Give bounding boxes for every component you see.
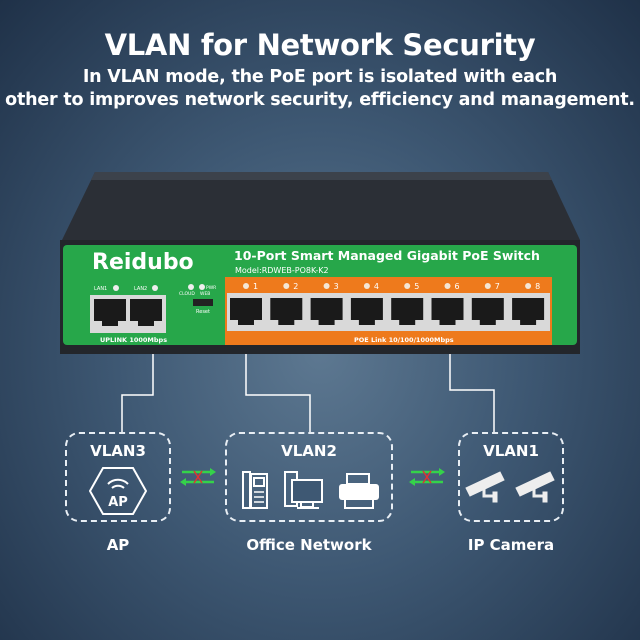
product-name: 10-Port Smart Managed Gigabit PoE Switch — [234, 248, 540, 263]
poe-port-led — [484, 283, 491, 289]
vlan-name: VLAN1 — [483, 442, 539, 460]
poe-label: POE Link 10/100/1000Mbps — [354, 336, 454, 344]
blocked-bidirectional-arrows-icon — [409, 468, 445, 486]
poe-port-3[interactable] — [310, 298, 343, 325]
link-line-vlan3 — [121, 354, 154, 432]
vlan2-caption: Office Network — [246, 536, 372, 554]
link-line-vlan1 — [449, 354, 495, 432]
uplink-port-lan2[interactable] — [130, 299, 162, 326]
lan1-label: LAN1 — [94, 286, 107, 292]
model-number: Model:RDWEB-PO8K-K2 — [235, 266, 329, 275]
uplink-label: UPLINK 1000Mbps — [100, 336, 167, 344]
vlan3-caption: AP — [106, 536, 130, 554]
poe-port-4[interactable] — [350, 298, 383, 325]
brand-logo: Reidubo — [92, 250, 194, 275]
vlan1-caption: IP Camera — [467, 536, 555, 554]
subtitle-line-1: In VLAN mode, the PoE port is isolated w… — [82, 67, 558, 87]
reset-button[interactable] — [193, 299, 213, 306]
poe-port-number: 3 — [334, 282, 339, 291]
web-label: WEB — [200, 291, 210, 297]
uplink-port-lan1[interactable] — [94, 299, 126, 326]
poe-port-number: 6 — [455, 282, 460, 291]
poe-port-number: 1 — [253, 282, 258, 291]
poe-port-1[interactable] — [230, 298, 262, 325]
svg-text:AP: AP — [108, 495, 128, 510]
poe-port-led — [363, 283, 370, 289]
blocked-bidirectional-arrows-icon — [180, 468, 216, 486]
vlan2-group: VLAN2 — [225, 432, 393, 522]
reset-label: Reset — [196, 309, 210, 315]
page-title: VLAN for Network Security — [104, 28, 536, 62]
phone-icon — [242, 471, 268, 509]
subtitle-line-2: other to improves network security, effi… — [5, 90, 635, 110]
vlan-name: VLAN2 — [281, 442, 337, 460]
computer-icon — [284, 471, 323, 509]
poe-port-led — [243, 283, 249, 289]
poe-port-number: 4 — [374, 282, 379, 291]
poe-port-number: 7 — [495, 282, 500, 291]
poe-port-2[interactable] — [270, 298, 303, 325]
poe-port-led — [323, 283, 330, 289]
vlan-name: VLAN3 — [90, 442, 146, 460]
camera-icon — [465, 471, 505, 503]
lan2-led — [152, 285, 158, 291]
switch-top — [62, 172, 580, 240]
vlan1-group: VLAN1 — [458, 432, 564, 522]
poe-port-number: 8 — [535, 282, 540, 291]
lan1-led — [113, 285, 119, 291]
poe-port-number: 5 — [414, 282, 419, 291]
poe-port-led — [283, 283, 290, 289]
camera-icon — [515, 471, 555, 503]
lan2-label: LAN2 — [134, 286, 147, 292]
printer-icon — [339, 473, 379, 509]
poe-port-8[interactable] — [512, 298, 545, 325]
poe-port-6[interactable] — [431, 298, 464, 325]
wifi-ap-icon: AP — [89, 467, 147, 515]
poe-port-5[interactable] — [391, 298, 424, 325]
vlan3-group: VLAN3 AP — [65, 432, 171, 522]
poe-port-led — [404, 283, 411, 289]
poe-port-led — [525, 283, 532, 289]
poe-port-7[interactable] — [471, 298, 504, 325]
poe-port-led — [444, 283, 451, 289]
poe-port-number: 2 — [293, 282, 298, 291]
link-line-vlan2 — [245, 354, 311, 432]
cloud-label: CLOUD — [179, 291, 195, 297]
pwr-label: PWR — [206, 285, 216, 291]
